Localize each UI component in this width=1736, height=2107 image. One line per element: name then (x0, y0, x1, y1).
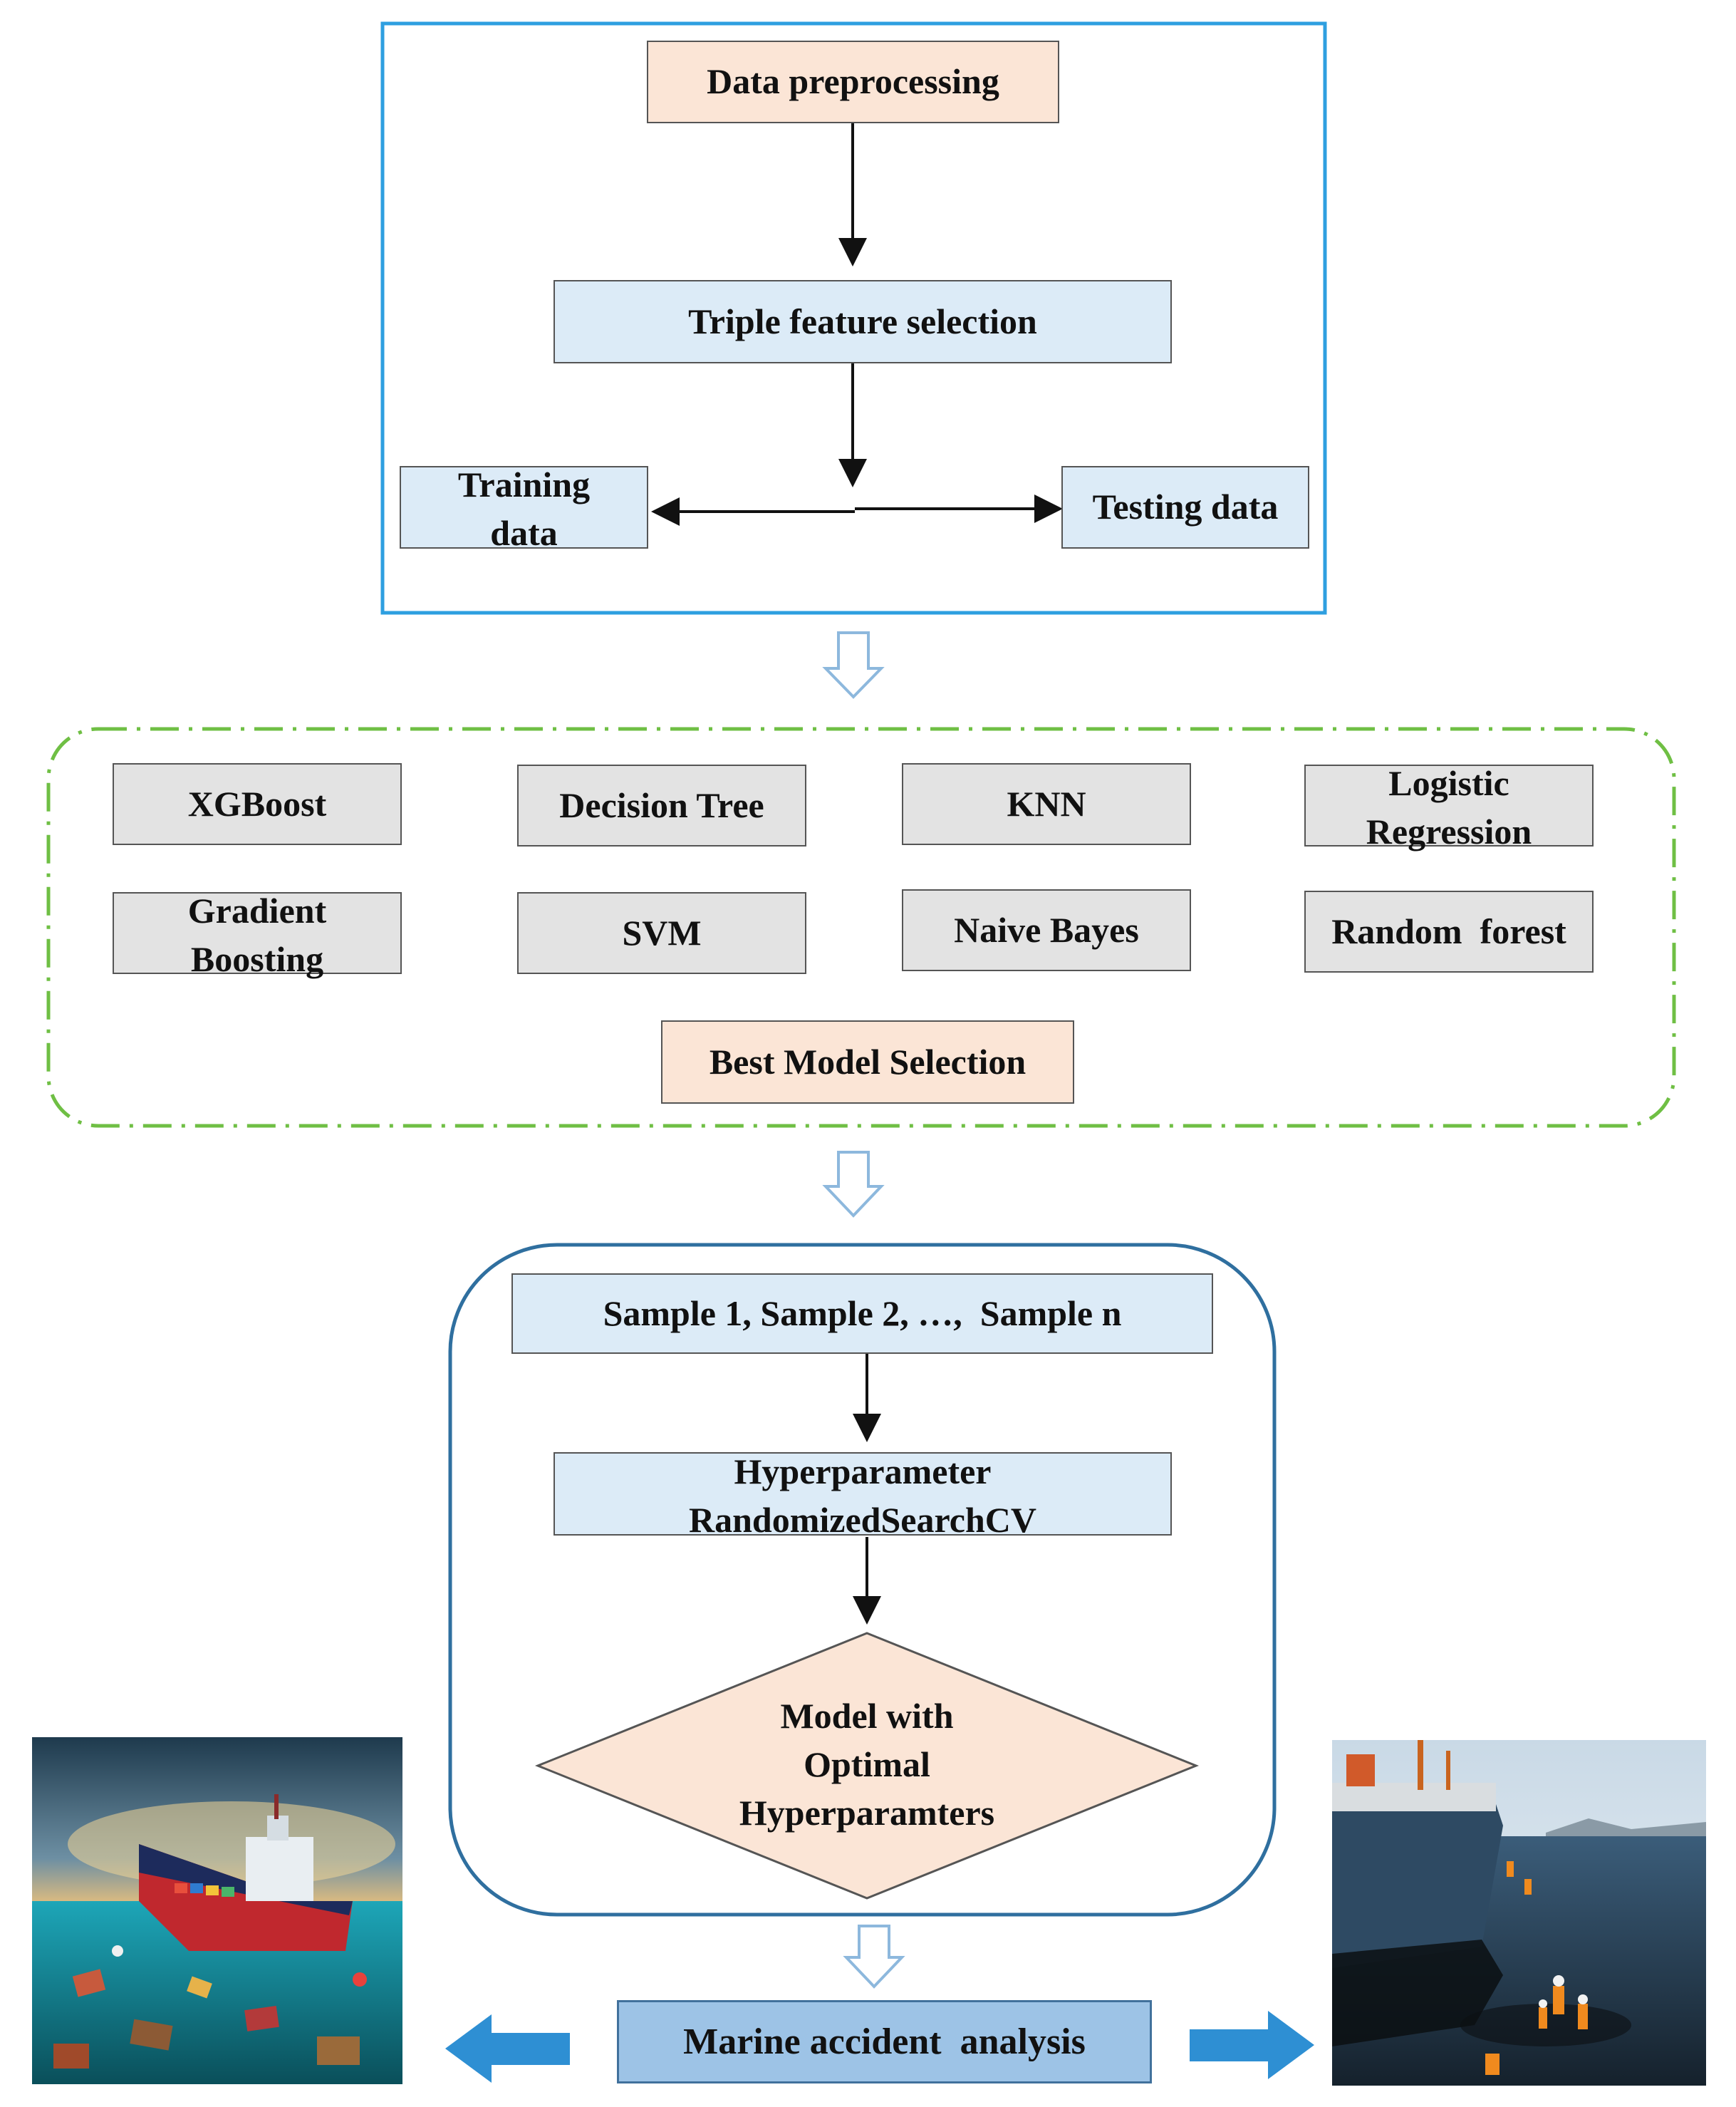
hyperparameter-label-line2: RandomizedSearchCV (689, 1499, 1036, 1540)
model-random-forest-box: Random forest (1304, 891, 1594, 973)
data-preprocessing-label: Data preprocessing (707, 61, 999, 102)
hollow-arrow-stage1-to-2 (822, 631, 885, 699)
model-decision-tree-box: Decision Tree (517, 765, 806, 847)
stage2-frame (46, 727, 1676, 1128)
right-output-arrow (1190, 2011, 1314, 2079)
data-preprocessing-box: Data preprocessing (647, 41, 1059, 123)
training-data-label-line2: data (490, 513, 558, 553)
hyperparameter-label-line1: Hyperparameter (734, 1451, 992, 1491)
model-label: XGBoost (187, 783, 327, 824)
stage1-frame (380, 21, 1327, 615)
model-label-line1: Gradient (187, 890, 327, 931)
hollow-arrow-stage2-to-3 (822, 1151, 885, 1218)
stage3-frame (448, 1243, 1277, 1917)
optimal-model-line3: Hyperparamters (739, 1793, 995, 1833)
model-label-line2: Regression (1366, 811, 1532, 851)
model-knn-box: KNN (902, 763, 1191, 845)
model-label-line1: Logistic (1388, 762, 1509, 803)
marine-accident-analysis-label: Marine accident analysis (683, 2021, 1086, 2062)
sinking-ship-illustration (32, 1737, 402, 2084)
samples-label: Sample 1, Sample 2, …, Sample n (603, 1293, 1122, 1333)
oil-spill-photo (1332, 1740, 1706, 2086)
optimal-model-diamond (534, 1632, 1200, 1900)
left-output-arrow (445, 2014, 570, 2083)
model-gradient-boosting-box: Gradient Boosting (113, 891, 402, 979)
triple-feature-selection-label: Triple feature selection (688, 301, 1037, 341)
model-logistic-regression-box: Logistic Regression (1304, 763, 1594, 851)
optimal-model-line1: Model with (780, 1696, 954, 1736)
optimal-model-line2: Optimal (804, 1744, 930, 1784)
marine-accident-analysis-box: Marine accident analysis (617, 2000, 1152, 2083)
model-label-line2: Boosting (190, 938, 324, 979)
triple-feature-selection-box: Triple feature selection (553, 280, 1172, 363)
hollow-arrow-stage3-to-analysis (843, 1925, 905, 1989)
best-model-selection-label: Best Model Selection (709, 1041, 1026, 1082)
optimal-model-text: Model with Optimal Hyperparamters (653, 1692, 1081, 1837)
hyperparameter-box: Hyperparameter RandomizedSearchCV (553, 1451, 1172, 1540)
testing-data-label: Testing data (1092, 487, 1279, 527)
model-label: KNN (1007, 783, 1086, 824)
model-svm-box: SVM (517, 892, 806, 974)
model-label: Decision Tree (559, 785, 764, 825)
training-data-label-line1: Training (457, 465, 591, 504)
best-model-selection-box: Best Model Selection (661, 1020, 1074, 1104)
model-naive-bayes-box: Naive Bayes (902, 889, 1191, 971)
model-label: Random forest (1331, 911, 1566, 951)
model-label: Naive Bayes (954, 909, 1139, 950)
model-xgboost-box: XGBoost (113, 763, 402, 845)
samples-box: Sample 1, Sample 2, …, Sample n (511, 1273, 1213, 1354)
testing-data-box: Testing data (1061, 466, 1309, 549)
model-label: SVM (622, 912, 702, 953)
training-data-box: Training data (400, 465, 648, 553)
